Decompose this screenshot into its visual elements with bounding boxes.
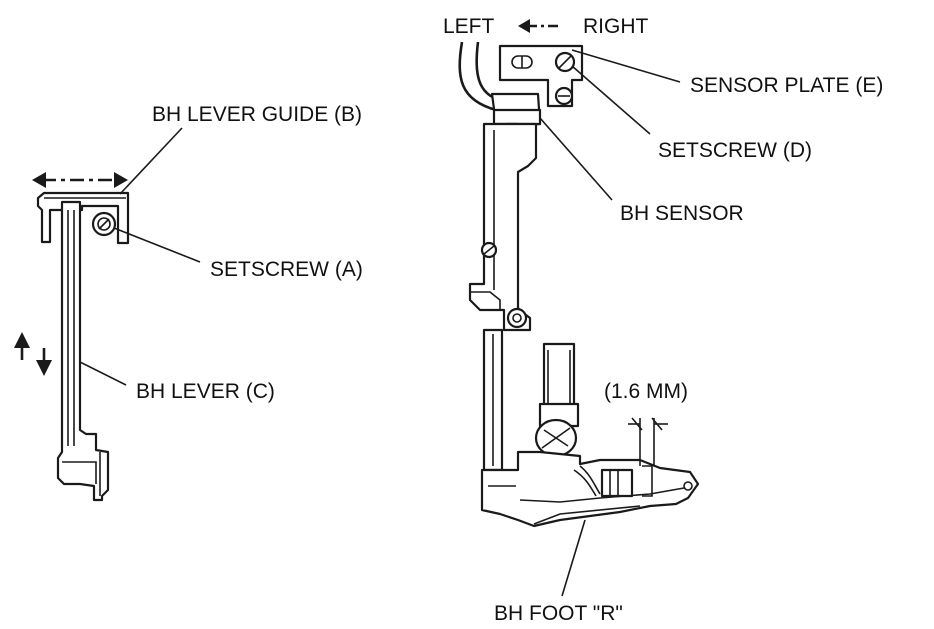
leader-lever-guide [119, 127, 183, 195]
sensor-cable-2 [475, 41, 501, 102]
leader-sensor-plate [571, 49, 681, 83]
label-bh-sensor: BH SENSOR [620, 202, 744, 225]
label-bh-foot: BH FOOT "R" [494, 602, 623, 625]
foot-bracket [468, 122, 538, 472]
sensor-cable [458, 41, 497, 112]
horizontal-adjust-arrow [32, 172, 128, 188]
label-right: RIGHT [583, 15, 649, 38]
vertical-adjust-arrows [14, 332, 52, 376]
label-setscrew-a: SETSCREW (A) [210, 258, 363, 281]
bh-lever-assembly [14, 127, 201, 502]
gap-dimension [628, 417, 668, 466]
label-gap-dimension: (1.6 MM) [604, 380, 688, 403]
thumb-screw [534, 418, 578, 458]
setscrew-a [91, 211, 117, 237]
setscrew-d [554, 51, 576, 106]
label-left: LEFT [443, 15, 495, 38]
bh-lever [56, 200, 110, 502]
direction-arrow [518, 19, 560, 33]
leader-setscrew-a [113, 227, 201, 263]
label-bh-lever-guide: BH LEVER GUIDE (B) [152, 103, 362, 126]
leader-bh-foot [561, 519, 586, 597]
presser-bar [538, 342, 580, 428]
label-bh-lever: BH LEVER (C) [136, 380, 275, 403]
leader-setscrew-d [571, 65, 651, 135]
bh-lever-guide [36, 191, 130, 245]
leader-bh-sensor [539, 117, 613, 201]
leader-bh-lever [79, 361, 127, 386]
bh-foot-assembly [458, 19, 700, 597]
bh-foot-r [480, 450, 700, 528]
label-setscrew-d: SETSCREW (D) [658, 139, 812, 162]
label-sensor-plate: SENSOR PLATE (E) [690, 74, 883, 97]
